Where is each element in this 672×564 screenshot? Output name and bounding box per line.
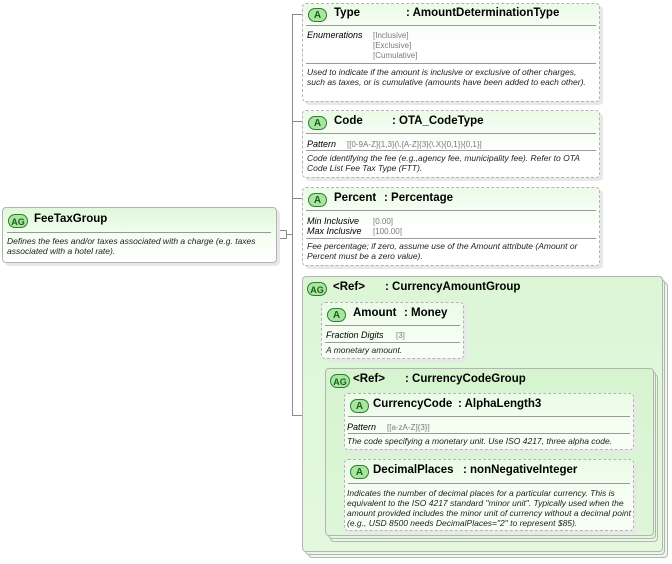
node-separator [306, 238, 596, 239]
attribute-documentation: The code specifying a monetary unit. Use… [347, 436, 613, 446]
facet-label: Pattern [347, 422, 377, 432]
type-attribute-node[interactable]: A Type : AmountDeterminationType Enumera… [302, 3, 600, 102]
facet-label: Fraction Digits [326, 330, 384, 340]
attribute-icon: A [350, 465, 369, 479]
attribute-documentation: Code identifying the fee (e.g.,agency fe… [307, 153, 580, 173]
node-separator [348, 433, 630, 434]
node-separator [306, 150, 596, 151]
attribute-type: : AmountDeterminationType [406, 7, 560, 19]
group-type: : CurrencyAmountGroup [385, 281, 521, 293]
attribute-name: DecimalPlaces [373, 464, 454, 476]
facet-label: Max Inclusive [307, 226, 362, 236]
attribute-group-icon: AG [330, 374, 350, 388]
amount-attribute-node[interactable]: A Amount : Money Fraction Digits [3] A m… [321, 302, 464, 359]
attribute-icon: A [308, 193, 327, 207]
sequence-compositor [278, 230, 287, 239]
attribute-name: Type [334, 7, 360, 19]
connector-to-type [292, 14, 303, 15]
node-separator [306, 25, 596, 26]
attribute-group-icon: AG [8, 214, 28, 228]
attribute-documentation: Used to indicate if the amount is inclus… [307, 67, 586, 87]
node-documentation: Defines the fees and/or taxes associated… [7, 236, 256, 256]
node-separator [306, 210, 596, 211]
facet-label: Pattern [307, 139, 337, 149]
facet-value: [100.00] [373, 227, 402, 236]
node-separator [325, 342, 460, 343]
percent-attribute-node[interactable]: A Percent : Percentage Min Inclusive [0.… [302, 187, 600, 266]
attribute-type: : Money [404, 307, 448, 319]
attribute-name: Amount [353, 307, 397, 319]
node-separator [348, 416, 630, 417]
facet-value: [Cumulative] [373, 51, 418, 60]
decimal-places-attribute-node[interactable]: A DecimalPlaces : nonNegativeInteger Ind… [344, 459, 634, 531]
attribute-name: CurrencyCode [373, 398, 453, 410]
attribute-icon: A [308, 116, 327, 130]
code-attribute-node[interactable]: A Code : OTA_CodeType Pattern [[0-9A-Z]{… [302, 110, 600, 178]
connector-to-code [292, 121, 303, 122]
node-separator [306, 63, 596, 64]
attribute-documentation: Fee percentage; if zero, assume use of t… [307, 241, 578, 261]
attribute-documentation: A monetary amount. [326, 345, 403, 355]
group-ref-label: <Ref> [353, 373, 385, 385]
facet-value: [Exclusive] [373, 41, 412, 50]
attribute-name: Code [334, 115, 363, 127]
group-type: : CurrencyCodeGroup [405, 373, 526, 385]
attribute-type: : Percentage [384, 192, 454, 204]
facet-label: Min Inclusive [307, 216, 360, 226]
node-separator [306, 133, 596, 134]
connector-trunk [292, 14, 293, 415]
attribute-icon: A [308, 8, 327, 22]
currency-code-attribute-node[interactable]: A CurrencyCode : AlphaLength3 Pattern [[… [344, 393, 634, 450]
attribute-type: : AlphaLength3 [458, 398, 542, 410]
attribute-type: : nonNegativeInteger [463, 464, 578, 476]
facet-value: [0.00] [373, 217, 394, 226]
facet-label: Enumerations [307, 30, 363, 40]
attribute-documentation: Indicates the number of decimal places f… [347, 488, 631, 528]
facet-value: [Inclusive] [373, 31, 409, 40]
node-separator [348, 483, 630, 484]
attribute-name: Percent [334, 192, 377, 204]
group-ref-label: <Ref> [333, 281, 365, 293]
attribute-icon: A [327, 308, 346, 322]
facet-value: [[a-zA-Z]{3}] [387, 423, 430, 432]
connector-to-percent [292, 198, 303, 199]
attribute-icon: A [350, 399, 369, 413]
node-separator [325, 325, 460, 326]
attribute-group-icon: AG [307, 282, 327, 296]
node-name: FeeTaxGroup [34, 213, 108, 225]
node-separator [7, 232, 271, 233]
connector-compositor-out [287, 234, 293, 235]
facet-value: [[0-9A-Z]{1,3}(\.[A-Z]{3}(\.X){0,1}){0,1… [347, 140, 482, 149]
fee-tax-group-node[interactable]: AG FeeTaxGroup Defines the fees and/or t… [2, 207, 277, 263]
facet-value: [3] [396, 331, 405, 340]
attribute-type: : OTA_CodeType [392, 115, 484, 127]
